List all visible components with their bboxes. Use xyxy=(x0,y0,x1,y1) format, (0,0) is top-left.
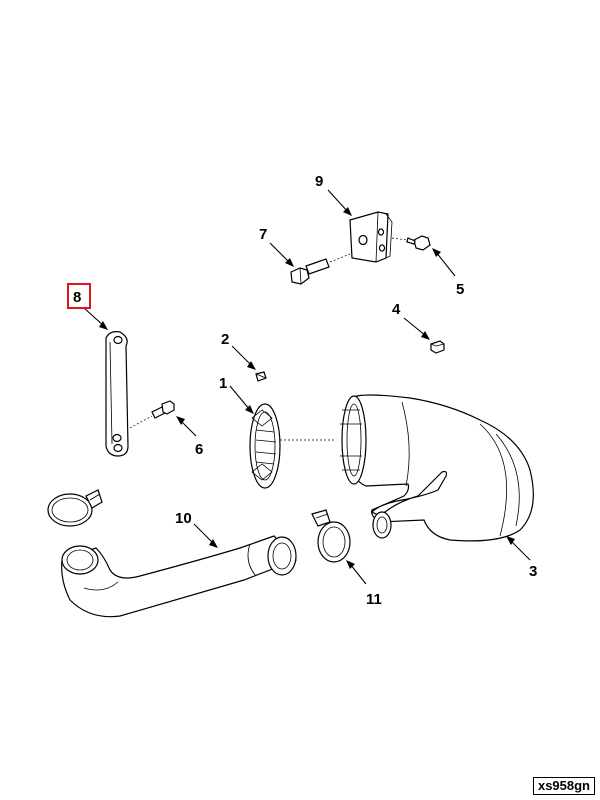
callout-8-highlight-box xyxy=(67,283,91,309)
callout-8[interactable]: 8 xyxy=(73,289,81,306)
part-5-bolt xyxy=(391,235,431,251)
leader-8 xyxy=(83,307,108,330)
part-2-plug xyxy=(255,371,267,382)
callout-10[interactable]: 10 xyxy=(175,510,192,527)
callout-4[interactable]: 4 xyxy=(392,301,401,318)
part-11-clamp xyxy=(311,509,351,563)
leader-9 xyxy=(327,189,352,216)
part-3-elbow-housing xyxy=(340,394,534,542)
callout-11[interactable]: 11 xyxy=(366,591,382,608)
part-10-tube xyxy=(61,535,298,618)
callout-3[interactable]: 3 xyxy=(529,563,537,580)
leader-10 xyxy=(193,523,218,548)
callout-6[interactable]: 6 xyxy=(195,441,203,458)
callout-7[interactable]: 7 xyxy=(259,226,267,243)
leader-7 xyxy=(269,242,294,267)
reference-code-label: xs958gn xyxy=(533,777,595,795)
callout-9[interactable]: 9 xyxy=(315,173,323,190)
leader-3 xyxy=(506,536,531,561)
part-4-plug xyxy=(430,340,445,354)
leader-11 xyxy=(346,560,367,585)
callout-5[interactable]: 5 xyxy=(456,281,464,298)
leader-6 xyxy=(176,416,197,437)
part-8-strap xyxy=(105,331,129,457)
leader-2 xyxy=(231,345,256,370)
part-9-bracket xyxy=(349,211,393,263)
leader-5 xyxy=(432,248,456,277)
part-7-bolt xyxy=(290,253,351,285)
hose-clamp-left xyxy=(47,489,103,527)
leader-1 xyxy=(229,385,254,414)
callout-2[interactable]: 2 xyxy=(221,331,229,348)
part-6-bolt xyxy=(129,400,175,429)
leader-4 xyxy=(403,317,430,340)
part-1-gasket xyxy=(249,403,336,489)
callout-1[interactable]: 1 xyxy=(219,375,227,392)
